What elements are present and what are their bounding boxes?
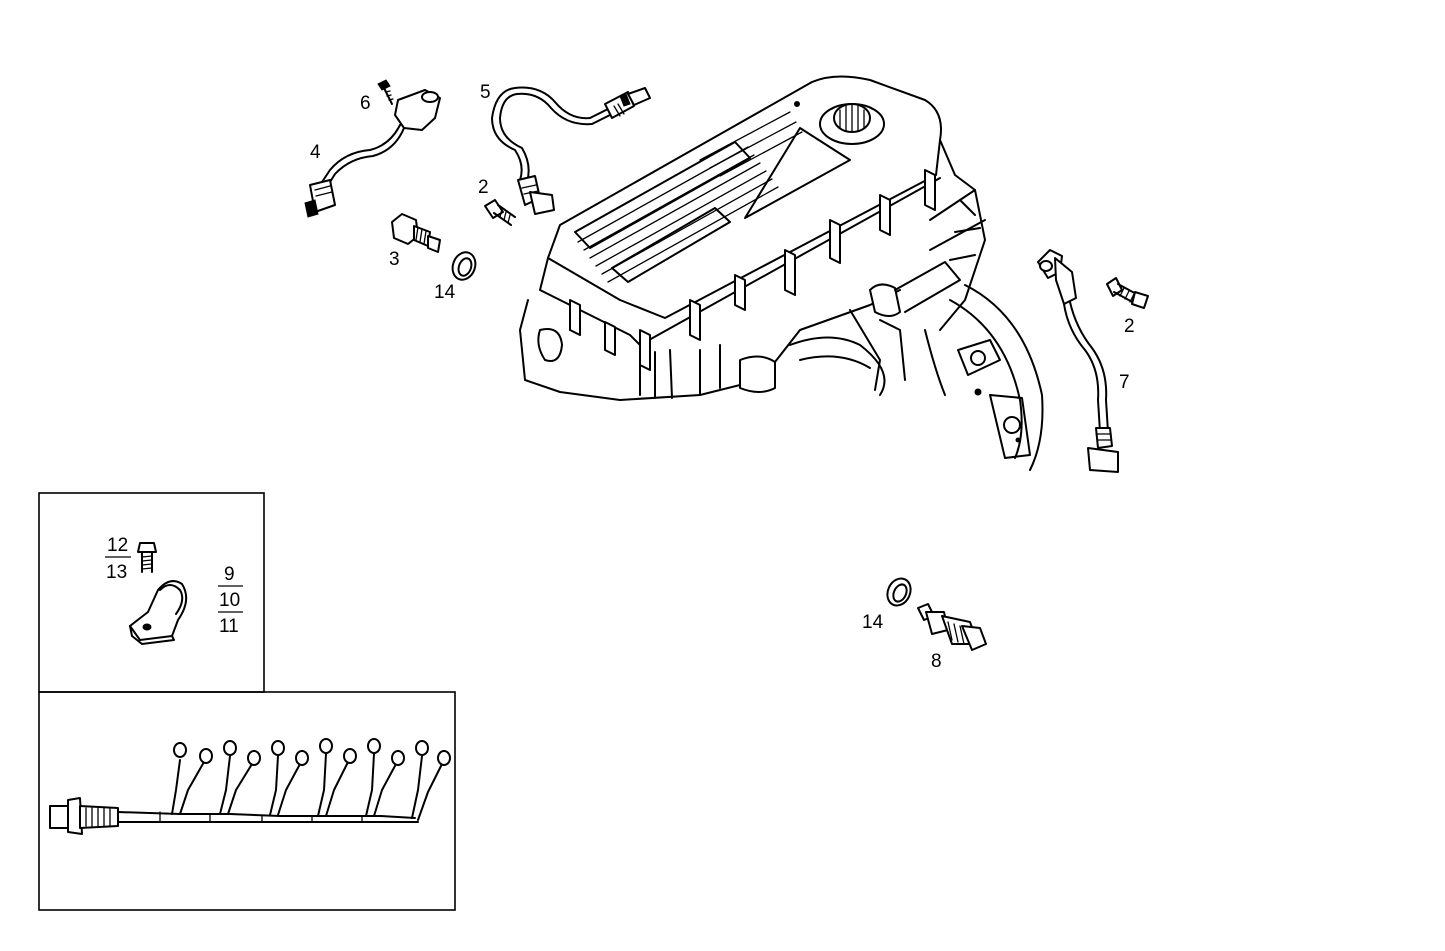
part-2-bolt-left (484, 199, 516, 226)
callout-10: 10 (219, 590, 240, 611)
callout-2-left: 2 (478, 177, 489, 198)
callout-7: 7 (1119, 372, 1130, 393)
part-3-sender (391, 213, 441, 253)
inset-wiring-harness-box (38, 691, 456, 911)
callout-5: 5 (480, 82, 491, 103)
part-6-bolt (377, 79, 394, 105)
callout-14-top: 14 (434, 282, 456, 303)
callout-14-bottom: 14 (862, 612, 884, 633)
part-5-sensor-cable (491, 86, 651, 215)
callout-9: 9 (224, 564, 235, 585)
part-4-sensor-cable (304, 89, 441, 218)
part-14-washer-bottom (886, 577, 912, 607)
injector-posts (569, 169, 936, 371)
callout-6: 6 (360, 93, 371, 114)
callout-11: 11 (219, 616, 239, 637)
engine-cylinder-head (519, 75, 1044, 471)
part-14-washer-top (451, 251, 477, 281)
callout-12: 12 (107, 535, 128, 556)
part-8-temperature-sender (917, 603, 987, 651)
part-7-sensor-cable (1037, 249, 1119, 473)
inset-clip-box (38, 492, 265, 693)
callout-13: 13 (106, 562, 127, 583)
callout-4: 4 (310, 142, 321, 163)
callout-2-right: 2 (1124, 316, 1135, 337)
part-2-bolt-right (1106, 277, 1149, 309)
callout-3: 3 (389, 249, 400, 270)
callout-8: 8 (931, 651, 942, 672)
